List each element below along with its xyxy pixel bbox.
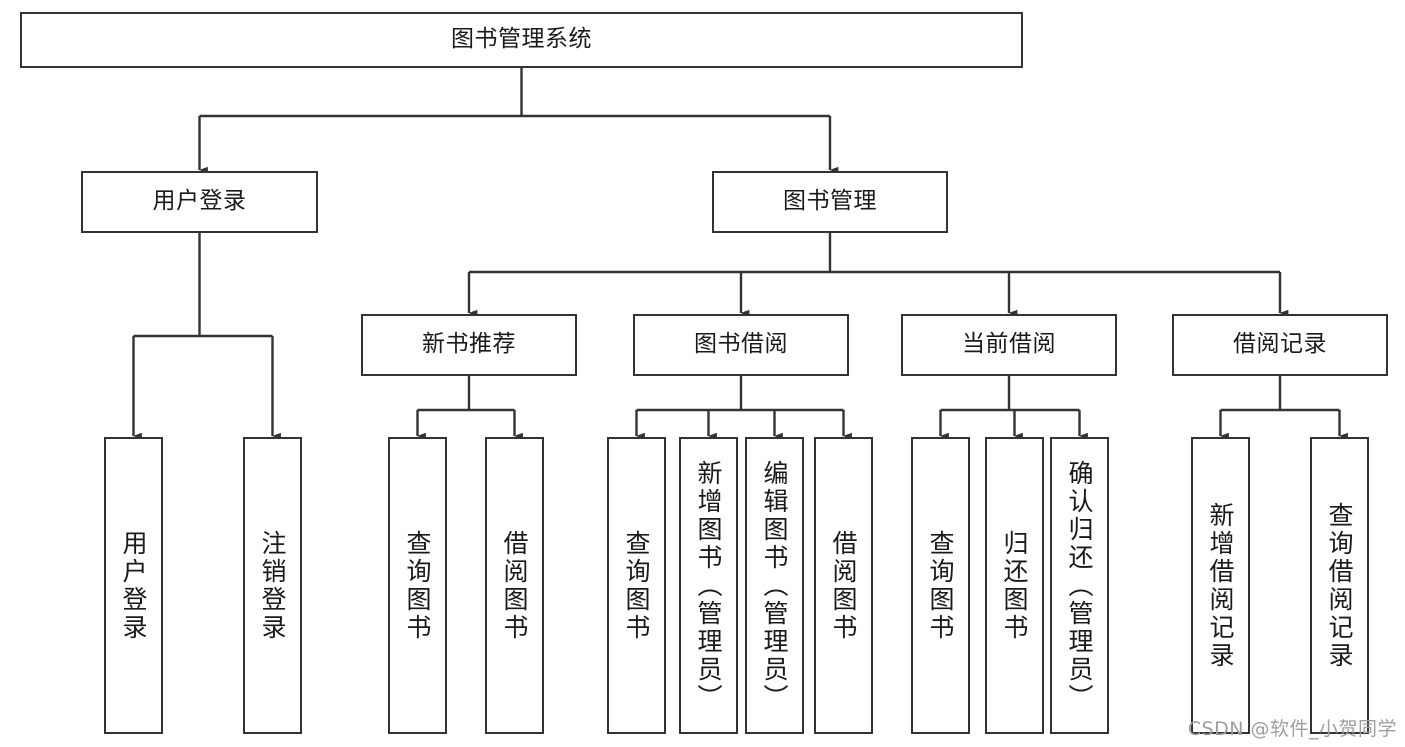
- node-label: 用户登录: [152, 188, 247, 215]
- node-leaf-user-login[interactable]: 用户登录: [104, 437, 163, 734]
- node-new-book-rec[interactable]: 新书推荐: [361, 314, 577, 376]
- node-label: 当前借阅: [962, 331, 1056, 358]
- node-book-manage[interactable]: 图书管理: [712, 171, 948, 233]
- node-borrow-record[interactable]: 借阅记录: [1172, 314, 1388, 376]
- node-label: 查询图书: [403, 529, 432, 642]
- node-label: 图书管理系统: [451, 26, 592, 53]
- node-label: 新增借阅记录: [1206, 501, 1235, 670]
- node-leaf-cb-return[interactable]: 归还图书: [985, 437, 1044, 734]
- node-label: 查询借阅记录: [1325, 501, 1354, 670]
- node-leaf-bb-edit[interactable]: 编辑图书（管理员）: [745, 437, 804, 734]
- watermark: CSDN @软件_小贺同学: [1187, 718, 1397, 740]
- node-label: 归还图书: [1000, 529, 1029, 642]
- node-label: 图书借阅: [694, 331, 788, 358]
- node-leaf-br-add[interactable]: 新增借阅记录: [1191, 437, 1250, 734]
- node-book-borrow[interactable]: 图书借阅: [633, 314, 849, 376]
- node-label: 确认归还（管理员）: [1065, 459, 1094, 712]
- edges-group: [132, 68, 1348, 440]
- node-root[interactable]: 图书管理系统: [20, 12, 1023, 68]
- node-label: 新增图书（管理员）: [694, 459, 723, 712]
- node-label: 用户登录: [119, 529, 148, 642]
- node-leaf-bb-query[interactable]: 查询图书: [607, 437, 666, 734]
- node-leaf-cb-confirm[interactable]: 确认归还（管理员）: [1050, 437, 1109, 734]
- node-label: 图书管理: [783, 188, 877, 215]
- node-current-borrow[interactable]: 当前借阅: [901, 314, 1117, 376]
- node-label: 编辑图书（管理员）: [760, 459, 789, 712]
- node-user-login[interactable]: 用户登录: [81, 171, 318, 233]
- node-leaf-rec-borrow[interactable]: 借阅图书: [485, 437, 544, 734]
- node-leaf-bb-add[interactable]: 新增图书（管理员）: [679, 437, 738, 734]
- node-label: 借阅图书: [500, 529, 529, 642]
- node-label: 新书推荐: [422, 331, 516, 358]
- node-leaf-br-query[interactable]: 查询借阅记录: [1310, 437, 1369, 734]
- node-label: 查询图书: [926, 529, 955, 642]
- node-label: 注销登录: [258, 529, 287, 642]
- node-leaf-rec-query[interactable]: 查询图书: [388, 437, 447, 734]
- node-leaf-logout[interactable]: 注销登录: [243, 437, 302, 734]
- node-leaf-bb-borrow[interactable]: 借阅图书: [814, 437, 873, 734]
- node-label: 查询图书: [622, 529, 651, 642]
- node-label: 借阅记录: [1233, 331, 1327, 358]
- node-label: 借阅图书: [829, 529, 858, 642]
- node-leaf-cb-query[interactable]: 查询图书: [911, 437, 970, 734]
